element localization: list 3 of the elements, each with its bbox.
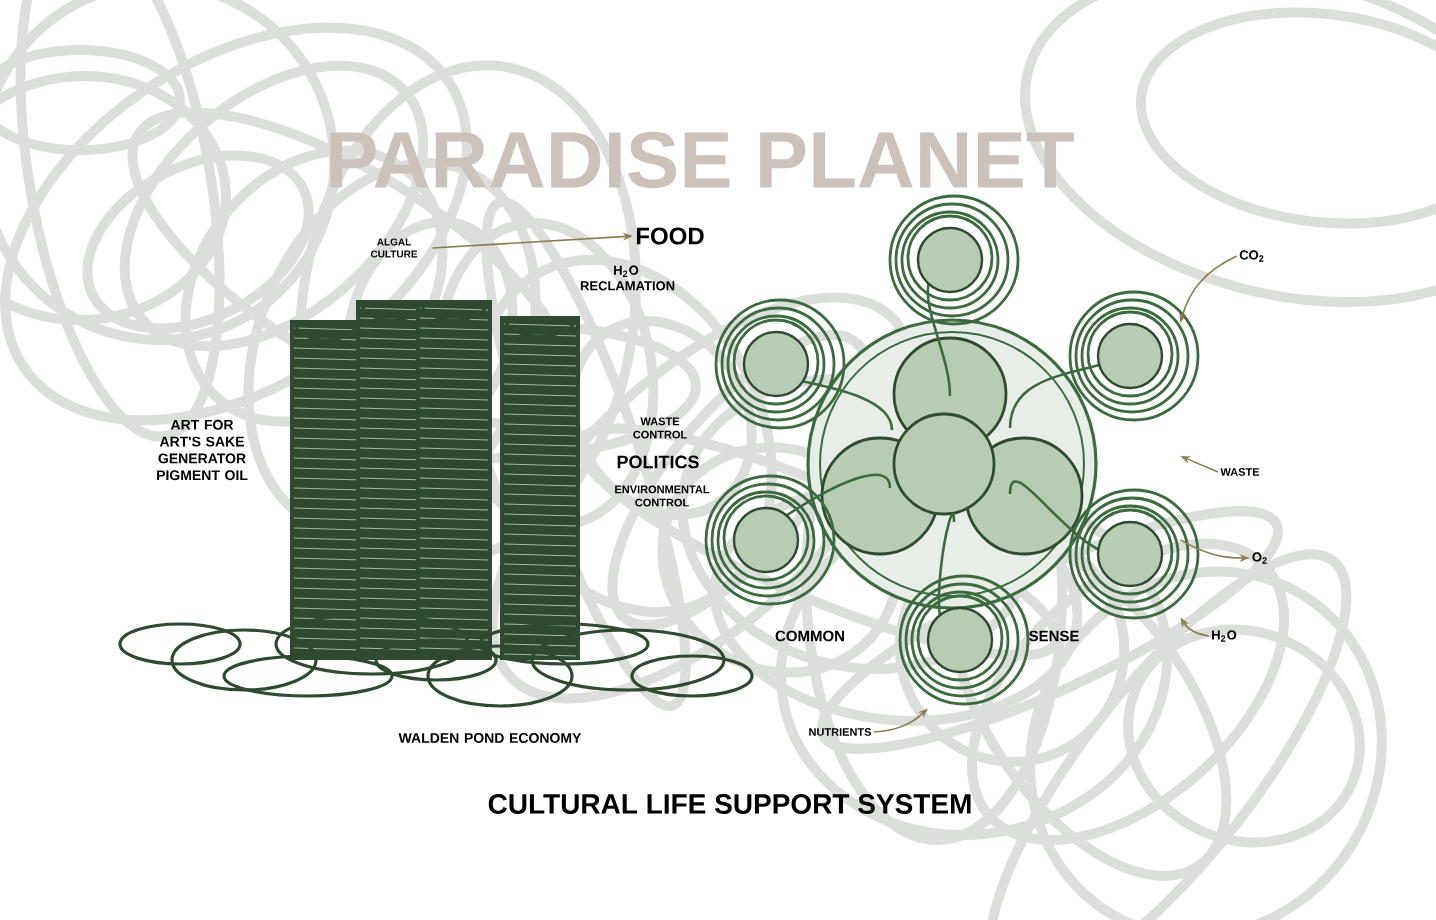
caption: CULTURAL LIFE SUPPORT SYSTEM [488, 794, 971, 814]
title: PARADISE PLANET [330, 131, 1074, 189]
label: FOOD [636, 227, 704, 245]
